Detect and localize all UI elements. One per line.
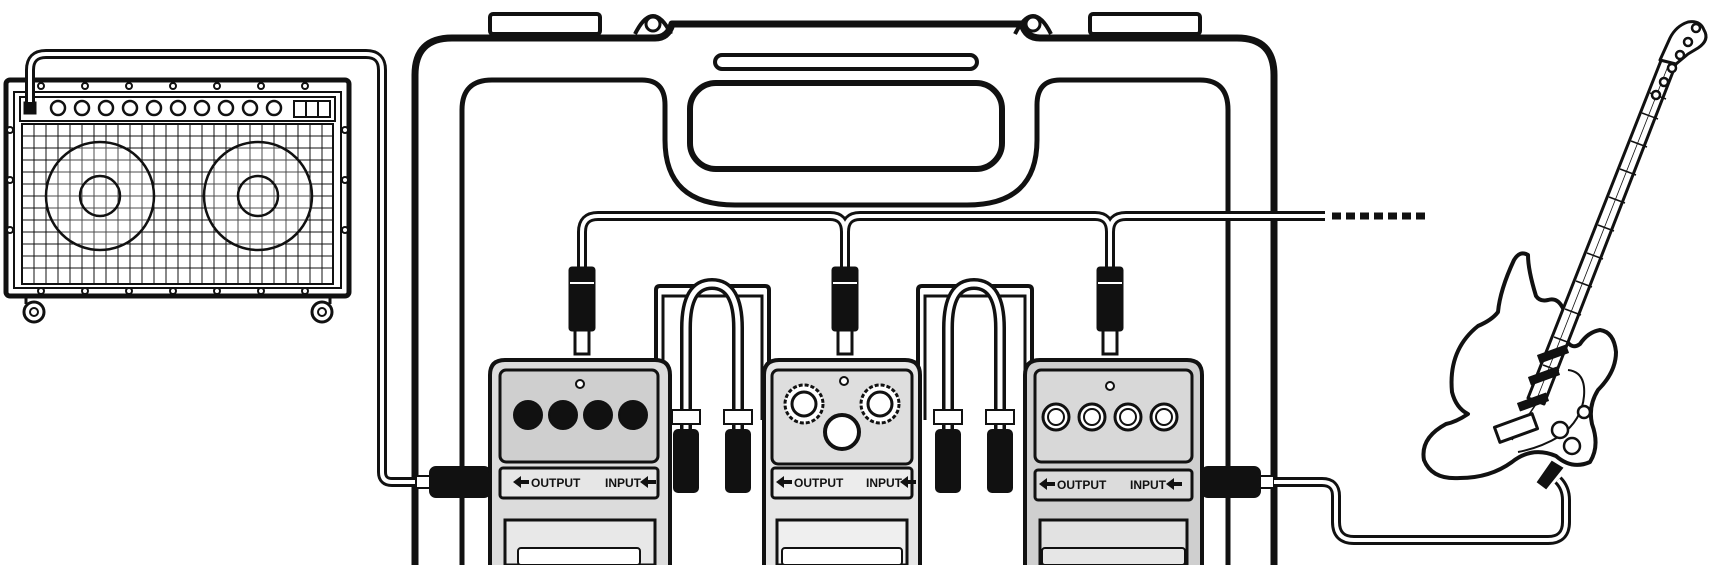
pedal-1: [488, 358, 672, 565]
patch-plugs: [671, 409, 1015, 493]
arrow-left-icon: [1166, 478, 1182, 490]
jack-labels: OUTPUT INPUT OUTPUT INPUT OUTPUT INPUT: [513, 476, 1182, 492]
pedal-2: [762, 358, 922, 565]
pedal-2-input-label: INPUT: [866, 476, 903, 490]
pedal-1-input-label: INPUT: [605, 476, 642, 490]
pedal-2-output-label: OUTPUT: [794, 476, 844, 490]
pedal-3: [1023, 358, 1204, 565]
arrow-left-icon: [900, 476, 916, 488]
guitar-bridge: [1492, 412, 1540, 444]
arrow-left-icon: [776, 476, 792, 488]
patch-cable-icon: [654, 277, 1034, 440]
electric-guitar-icon: [1421, 20, 1708, 481]
guitar-knobs: [1550, 404, 1592, 456]
amp-caster-left: [22, 296, 46, 324]
amp-caster-right: [310, 296, 334, 324]
guitar-tuners: [1650, 22, 1702, 101]
arrow-left-icon: [513, 476, 529, 488]
pedal-3-output-label: OUTPUT: [1057, 478, 1107, 492]
guitar-pickups: [1517, 344, 1569, 412]
amp-cable: [25, 49, 491, 498]
arrow-left-icon: [1039, 478, 1055, 490]
power-plug-icon: [568, 266, 1124, 356]
pedal-1-output-label: OUTPUT: [531, 476, 581, 490]
power-cable: [577, 211, 1428, 272]
pedal-3-input-label: INPUT: [1130, 478, 1167, 492]
guitar-cable: [1201, 460, 1571, 545]
pedalboard-case-icon: [411, 12, 1278, 565]
arrow-left-icon: [640, 476, 656, 488]
amplifier-icon: [3, 77, 352, 324]
